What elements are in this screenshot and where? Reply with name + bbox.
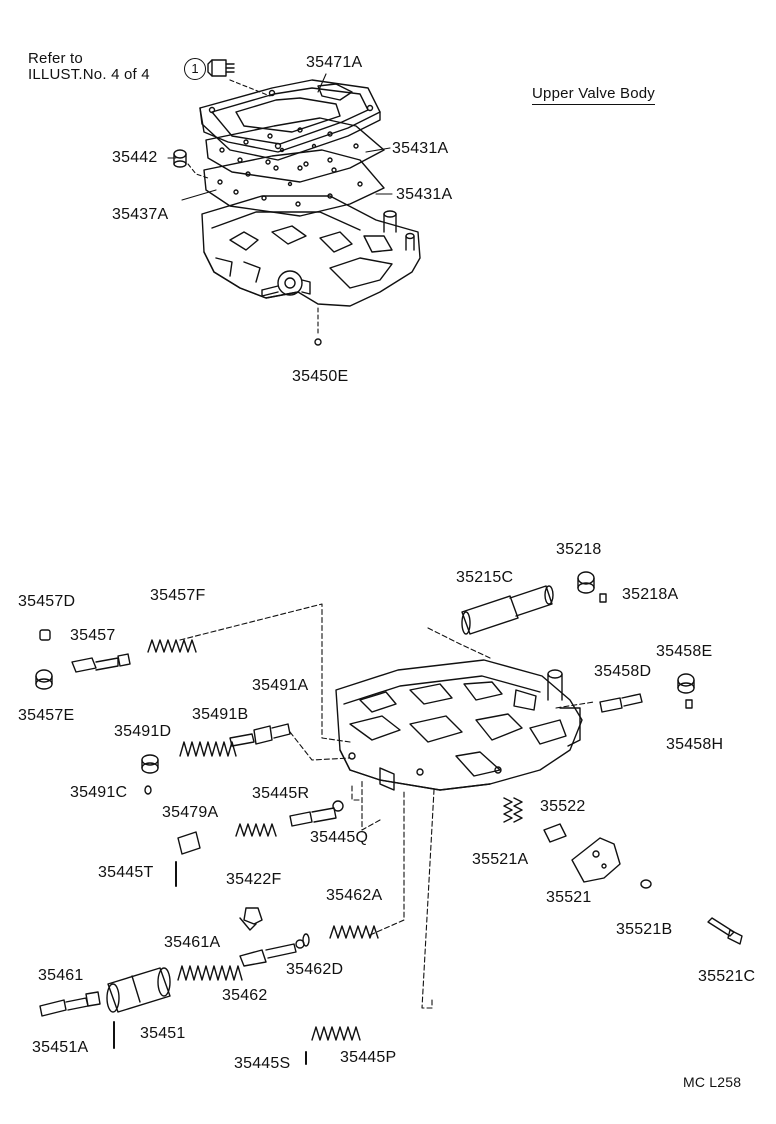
top-leader-lines	[167, 73, 393, 337]
upper-valve-body-casting	[201, 195, 421, 307]
diagram-title: Upper Valve Body	[532, 85, 655, 105]
label-35522: 35522	[540, 798, 586, 815]
label-35431A-lower: 35431A	[396, 186, 453, 203]
valve-35457	[71, 653, 131, 673]
plug-35457D	[39, 629, 51, 641]
label-35462D: 35462D	[286, 961, 344, 978]
label-35521: 35521	[546, 889, 592, 906]
label-35445R: 35445R	[252, 785, 310, 802]
label-35521B: 35521B	[616, 921, 673, 938]
clip-35462D	[302, 933, 310, 947]
valve-35445Q	[289, 800, 344, 827]
label-35422F: 35422F	[226, 871, 282, 888]
label-35451: 35451	[140, 1025, 186, 1042]
bolt-1	[207, 59, 235, 77]
spring-35457F	[147, 639, 197, 653]
pin-35218A	[599, 593, 607, 603]
sleeve-35451	[106, 967, 171, 1013]
label-35458E: 35458E	[656, 643, 713, 660]
refer-note-line1: Refer to	[28, 50, 83, 67]
sleeve-35215C	[461, 585, 554, 635]
clip-35491C	[144, 785, 152, 795]
label-35521A: 35521A	[472, 851, 529, 868]
refer-note-line2: ILLUST.No. 4 of 4	[28, 66, 150, 83]
label-35461A: 35461A	[164, 934, 221, 951]
reference-circle-1: 1	[184, 58, 206, 80]
spring-35462A	[329, 925, 379, 939]
upper-cover-plate	[199, 79, 381, 161]
label-35445S: 35445S	[234, 1055, 291, 1072]
label-35457F: 35457F	[150, 587, 206, 604]
plug-35458E	[677, 673, 695, 694]
spring-35491B	[179, 741, 237, 757]
spring-35445R	[235, 823, 277, 837]
illustration-code: MC L258	[683, 1074, 742, 1090]
washer-35521B	[640, 879, 652, 889]
label-35457E: 35457E	[18, 707, 75, 724]
manual-valve-lever	[261, 270, 311, 297]
spring-35521A	[503, 797, 523, 823]
label-35491C: 35491C	[70, 784, 128, 801]
label-35521C: 35521C	[698, 968, 756, 985]
valve-35461	[39, 991, 101, 1017]
label-35445P: 35445P	[340, 1049, 397, 1066]
label-35457: 35457	[70, 627, 116, 644]
valve-35458D	[599, 693, 643, 713]
detent-plate-35521	[571, 837, 621, 883]
spring-35445P	[311, 1026, 361, 1041]
label-35491B: 35491B	[192, 706, 249, 723]
label-35437A: 35437A	[112, 206, 169, 223]
plug-35442	[173, 149, 187, 168]
spring-35461A	[177, 965, 243, 981]
plug-35457E	[35, 669, 53, 690]
label-35458H: 35458H	[666, 736, 724, 753]
label-35445Q: 35445Q	[310, 829, 369, 846]
label-35462A: 35462A	[326, 887, 383, 904]
lower-dashed-leaders	[179, 603, 595, 1009]
plug-35491D	[141, 754, 159, 774]
separator-gasket-lower	[203, 149, 385, 217]
label-35451A: 35451A	[32, 1039, 89, 1056]
separator-gasket-upper	[205, 117, 385, 183]
label-35215C: 35215C	[456, 569, 514, 586]
label-35491A: 35491A	[252, 677, 309, 694]
label-35431A-upper: 35431A	[392, 140, 449, 157]
plug-35479A	[177, 831, 201, 855]
label-35491D: 35491D	[114, 723, 172, 740]
label-35445T: 35445T	[98, 864, 154, 881]
label-35461: 35461	[38, 967, 84, 984]
label-35458D: 35458D	[594, 663, 652, 680]
pin-35458H	[685, 699, 693, 709]
lower-valve-body-casting	[335, 659, 583, 791]
plug-35218	[577, 571, 595, 594]
label-35457D: 35457D	[18, 593, 76, 610]
piston-35522	[543, 823, 567, 843]
bolt-35521C	[707, 917, 743, 945]
label-35218: 35218	[556, 541, 602, 558]
valve-35491A	[229, 723, 291, 747]
retainer-35422F	[239, 907, 263, 931]
label-35479A: 35479A	[162, 804, 219, 821]
label-35471A: 35471A	[306, 54, 363, 71]
label-35218A: 35218A	[622, 586, 679, 603]
label-35462: 35462	[222, 987, 268, 1004]
label-35442: 35442	[112, 149, 158, 166]
ball-35450E	[314, 338, 322, 346]
label-35450E: 35450E	[292, 368, 349, 385]
